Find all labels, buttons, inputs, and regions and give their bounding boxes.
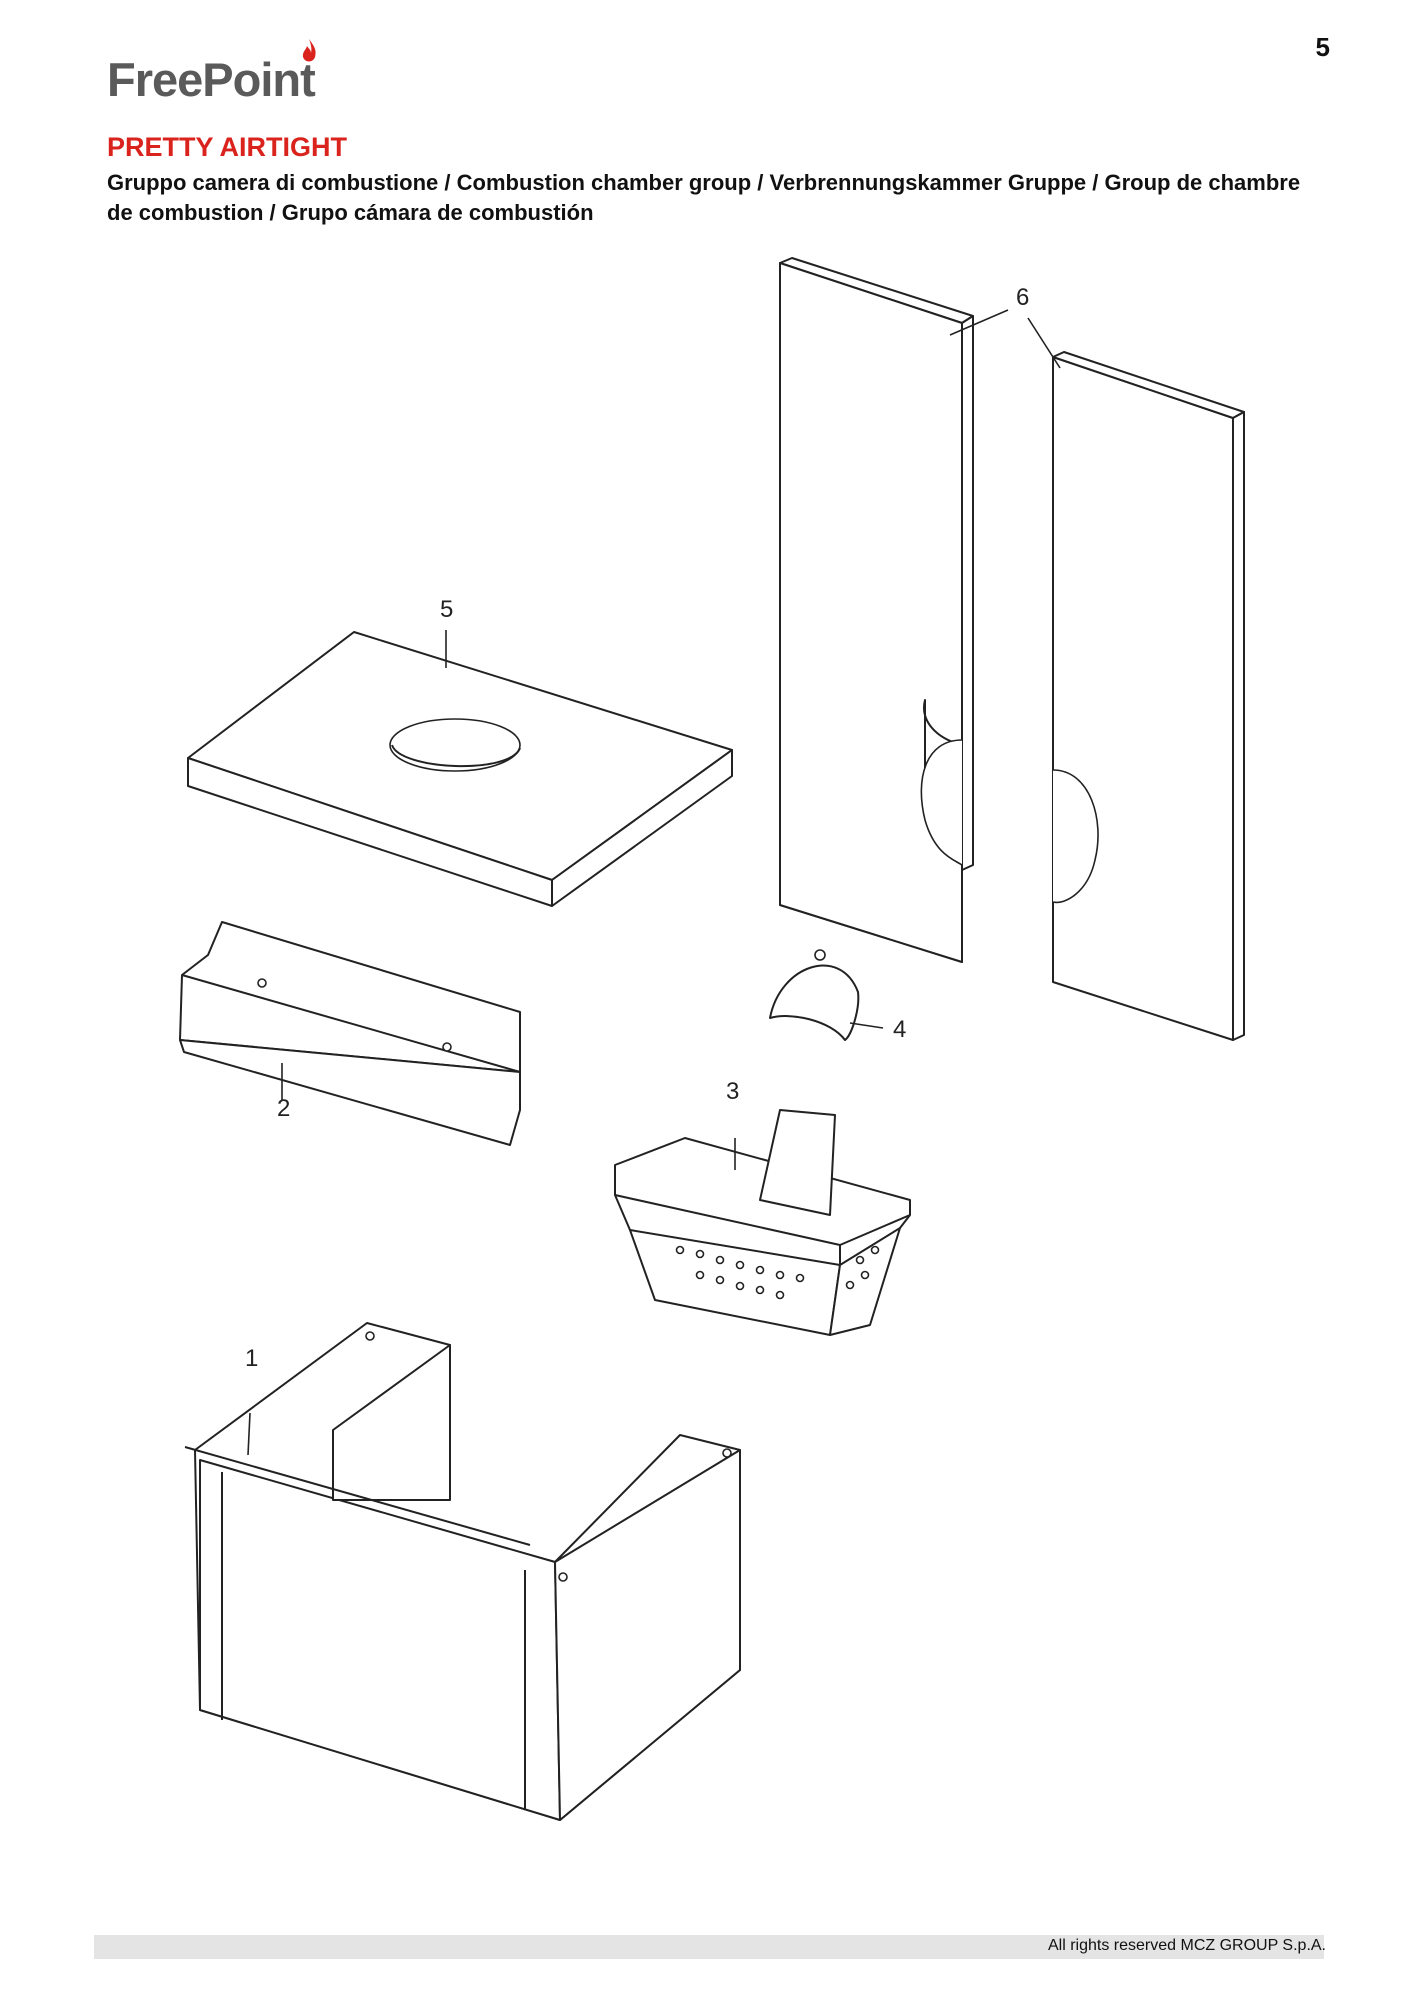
callout-1: 1 (245, 1345, 259, 1372)
part-6-side-panels (779, 257, 1245, 1041)
part-4-cap (769, 949, 860, 1041)
freepoint-logo: FreePoint (107, 38, 337, 106)
callout-2: 2 (277, 1095, 291, 1122)
callout-3: 3 (726, 1078, 740, 1105)
part-1-lower-housing (184, 1322, 741, 1821)
logo-wordmark: FreePoint (107, 53, 316, 106)
part-2-baffle (179, 921, 521, 1146)
callout-4: 4 (893, 1016, 907, 1043)
burn-pot-holes (675, 1245, 880, 1300)
footer-copyright: All rights reserved MCZ GROUP S.p.A. (1048, 1937, 1326, 1954)
part-5-top-plate (187, 631, 733, 907)
page-title: PRETTY AIRTIGHT (107, 132, 348, 162)
page-subtitle: Gruppo camera di combustione / Combustio… (107, 170, 1301, 225)
page-number: 5 (1315, 32, 1330, 62)
footer-bar (94, 1935, 1324, 1959)
flame-icon (302, 39, 316, 62)
part-3-burn-pot (614, 1109, 911, 1336)
callout-5: 5 (440, 596, 454, 623)
side-panel-right (1052, 356, 1234, 1041)
callout-6: 6 (1016, 284, 1030, 311)
leader-lines (247, 309, 1061, 1456)
